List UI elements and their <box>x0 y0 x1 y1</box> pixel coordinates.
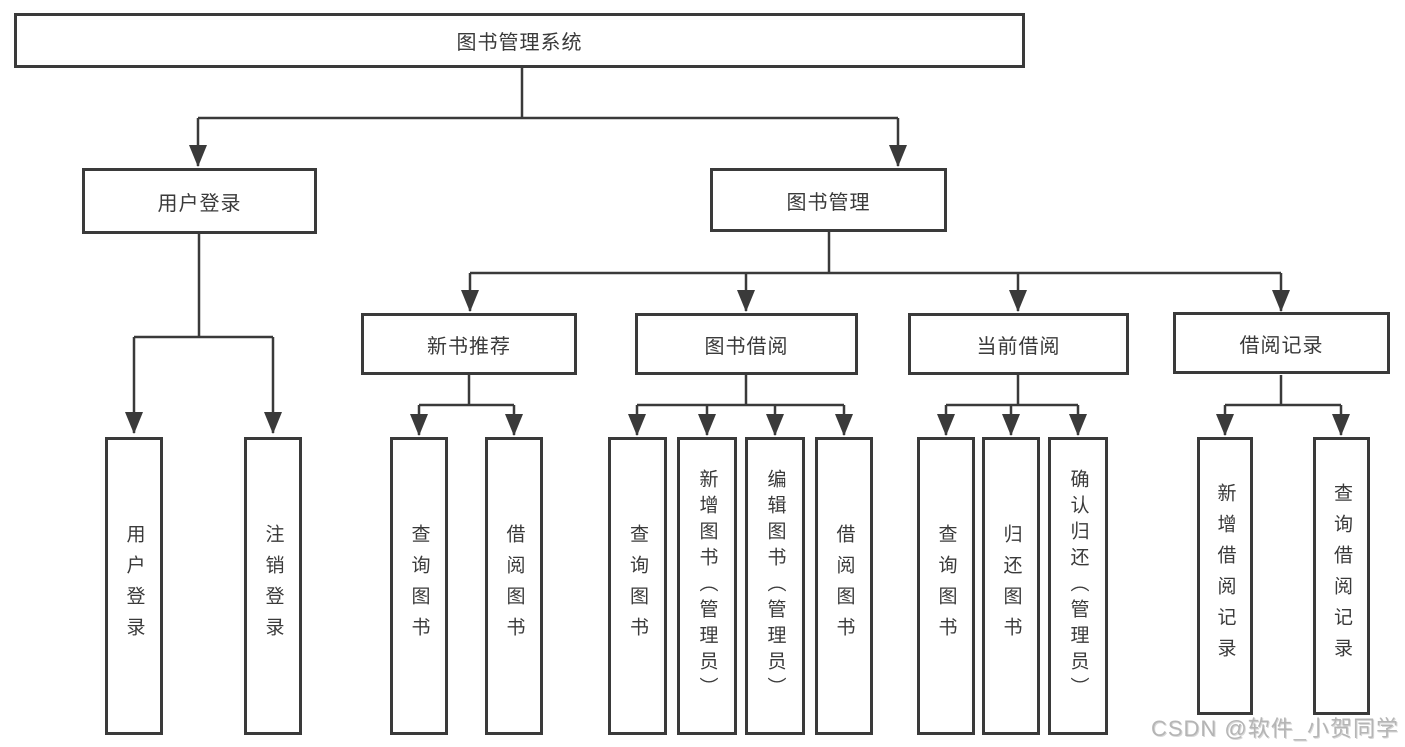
leaf-query-books-recommend: 查询图书 <box>390 437 448 735</box>
node-book-management-branch-label: 图书管理 <box>786 191 871 214</box>
leaf-confirm-return-admin-label: 确认归还（管理员） <box>1067 469 1089 703</box>
leaf-add-borrow-record-label: 新增借阅记录 <box>1214 483 1236 669</box>
leaf-user-login: 用户登录 <box>105 437 163 735</box>
node-user-login-branch-label: 用户登录 <box>157 192 242 215</box>
node-current-borrowing-label: 当前借阅 <box>976 335 1061 358</box>
leaf-add-book-admin-label: 新增图书（管理员） <box>696 469 718 703</box>
node-new-book-recommend: 新书推荐 <box>361 313 577 375</box>
csdn-watermark: CSDN @软件_小贺同学 <box>1150 716 1399 741</box>
node-book-borrowing: 图书借阅 <box>635 313 858 375</box>
leaf-query-books-borrow-label: 查询图书 <box>627 524 648 648</box>
node-current-borrowing: 当前借阅 <box>908 313 1129 375</box>
leaf-query-books-recommend-label: 查询图书 <box>408 524 430 648</box>
leaf-query-borrow-record-label: 查询借阅记录 <box>1331 483 1352 669</box>
leaf-query-books-current-label: 查询图书 <box>935 524 957 648</box>
leaf-add-book-admin: 新增图书（管理员） <box>677 437 737 735</box>
leaf-logout-label: 注销登录 <box>262 524 284 648</box>
node-root-system: 图书管理系统 <box>14 13 1025 68</box>
leaf-return-book-label: 归还图书 <box>1000 524 1022 648</box>
leaf-query-books-borrow: 查询图书 <box>608 437 667 735</box>
node-borrow-records-label: 借阅记录 <box>1239 334 1324 357</box>
node-book-management-branch: 图书管理 <box>710 168 947 232</box>
leaf-logout: 注销登录 <box>244 437 302 735</box>
node-user-login-branch: 用户登录 <box>82 168 317 234</box>
leaf-return-book: 归还图书 <box>982 437 1040 735</box>
leaf-user-login-label: 用户登录 <box>123 524 145 648</box>
leaf-edit-book-admin-label: 编辑图书（管理员） <box>764 469 786 703</box>
node-book-borrowing-label: 图书借阅 <box>704 335 789 358</box>
leaf-confirm-return-admin: 确认归还（管理员） <box>1048 437 1108 735</box>
leaf-borrow-books: 借阅图书 <box>815 437 873 735</box>
leaf-borrow-books-recommend: 借阅图书 <box>485 437 543 735</box>
leaf-edit-book-admin: 编辑图书（管理员） <box>745 437 805 735</box>
node-new-book-recommend-label: 新书推荐 <box>427 335 511 358</box>
leaf-borrow-books-label: 借阅图书 <box>833 524 855 648</box>
node-root-label: 图书管理系统 <box>456 32 583 54</box>
leaf-borrow-books-recommend-label: 借阅图书 <box>503 524 525 648</box>
leaf-query-borrow-record: 查询借阅记录 <box>1313 437 1370 715</box>
node-borrow-records: 借阅记录 <box>1173 312 1390 374</box>
leaf-add-borrow-record: 新增借阅记录 <box>1197 437 1253 715</box>
leaf-query-books-current: 查询图书 <box>917 437 975 735</box>
